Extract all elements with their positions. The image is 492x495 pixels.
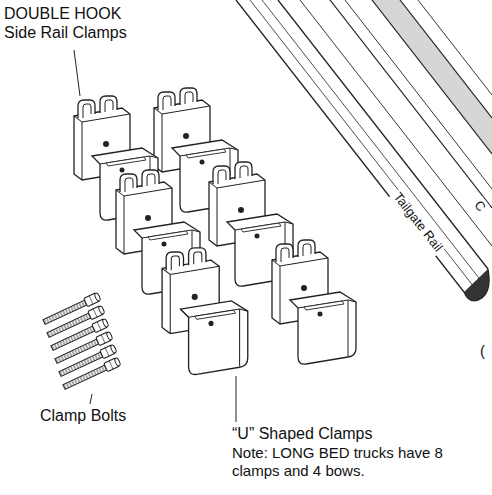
text-fragment: ( bbox=[480, 342, 485, 360]
text-fragment: C bbox=[469, 196, 490, 216]
part-label: DOUBLE HOOK Side Rail Clamps bbox=[4, 4, 150, 42]
double-hook-clamps bbox=[74, 88, 356, 375]
part-label: Clamp Bolts bbox=[40, 406, 126, 425]
leader-lines bbox=[74, 50, 236, 422]
part-label: “U” Shaped Clamps bbox=[232, 424, 373, 443]
clamp-bolts bbox=[42, 292, 121, 391]
part-label: Tailgate Rail bbox=[389, 188, 447, 257]
side-rail bbox=[330, 0, 492, 208]
note: Note: LONG BED trucks have 8 clamps and … bbox=[232, 444, 462, 480]
